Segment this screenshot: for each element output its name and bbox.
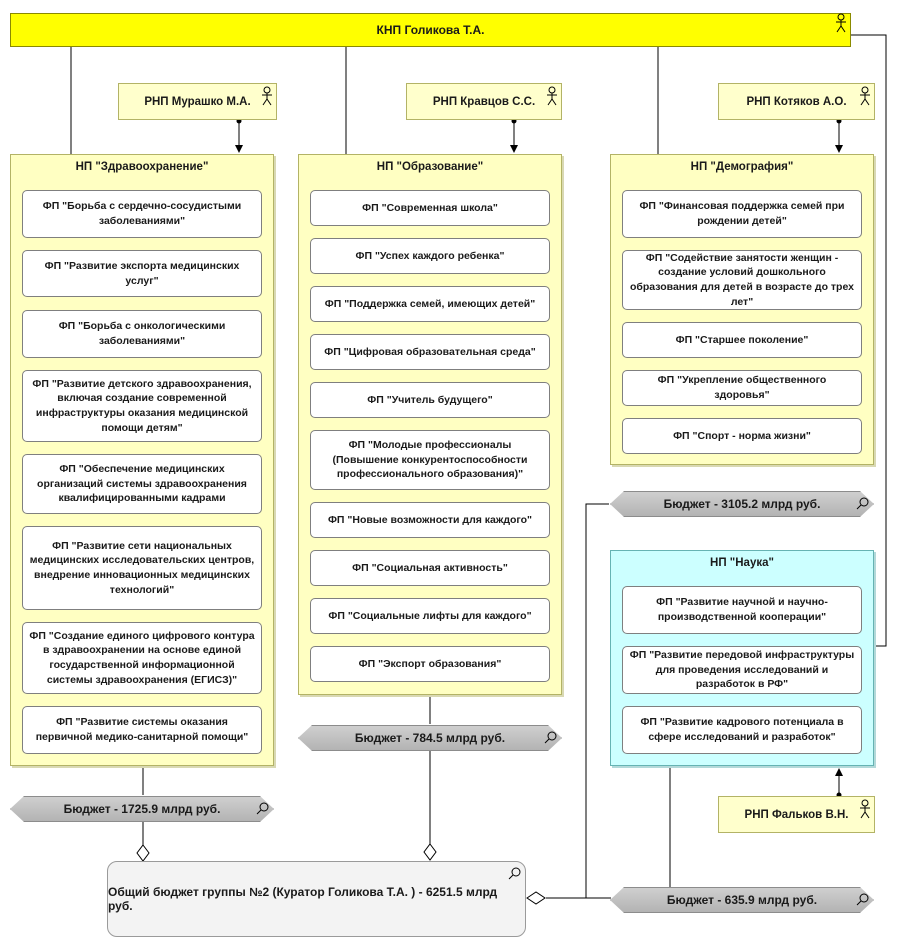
fp-item[interactable]: ФП "Современная школа" — [310, 190, 550, 226]
fp-item[interactable]: ФП "Развитие передовой инфраструктуры дл… — [622, 646, 862, 694]
fp-item[interactable]: ФП "Спорт - норма жизни" — [622, 418, 862, 454]
fp-item[interactable]: ФП "Социальная активность" — [310, 550, 550, 586]
fp-item[interactable]: ФП "Поддержка семей, имеющих детей" — [310, 286, 550, 322]
fp-item[interactable]: ФП "Экспорт образования" — [310, 646, 550, 682]
curator-bar[interactable]: КНП Голикова Т.А. — [10, 13, 851, 47]
role-murashko[interactable]: РНП Мурашко М.А. — [118, 83, 277, 120]
budget-science[interactable]: Бюджет - 635.9 млрд руб. — [610, 887, 874, 913]
actor-icon — [547, 86, 557, 106]
fp-item[interactable]: ФП "Укрепление общественного здоровья" — [622, 370, 862, 406]
budget-education[interactable]: Бюджет - 784.5 млрд руб. — [298, 725, 562, 751]
fp-item[interactable]: ФП "Обеспечение медицинских организаций … — [22, 454, 262, 514]
fp-item[interactable]: ФП "Развитие системы оказания первичной … — [22, 706, 262, 754]
fp-item[interactable]: ФП "Социальные лифты для каждого" — [310, 598, 550, 634]
budget-health[interactable]: Бюджет - 1725.9 млрд руб. — [10, 796, 274, 822]
fp-item[interactable]: ФП "Развитие научной и научно-производст… — [622, 586, 862, 634]
role-kravtsov[interactable]: РНП Кравцов С.С. — [406, 83, 562, 120]
fp-item[interactable]: ФП "Борьба с онкологическими заболевания… — [22, 310, 262, 358]
fp-item[interactable]: ФП "Успех каждого ребенка" — [310, 238, 550, 274]
fp-item[interactable]: ФП "Борьба с сердечно-сосудистыми заболе… — [22, 190, 262, 238]
search-icon — [856, 497, 869, 510]
project-title: НП "Здравоохранение" — [75, 161, 209, 173]
budget-label: Бюджет - 1725.9 млрд руб. — [63, 802, 221, 816]
fp-item[interactable]: ФП "Развитие кадрового потенциала в сфер… — [622, 706, 862, 754]
project-title: НП "Наука" — [710, 557, 774, 569]
actor-icon — [860, 86, 870, 106]
budget-label: Бюджет - 784.5 млрд руб. — [354, 731, 506, 745]
curator-label: КНП Голикова Т.А. — [376, 23, 485, 37]
budget-demography[interactable]: Бюджет - 3105.2 млрд руб. — [610, 491, 874, 517]
search-icon — [544, 731, 557, 744]
role-kotyakov[interactable]: РНП Котяков А.О. — [718, 83, 875, 120]
budget-label: Бюджет - 635.9 млрд руб. — [666, 893, 818, 907]
fp-item[interactable]: ФП "Финансовая поддержка семей при рожде… — [622, 190, 862, 238]
fp-item[interactable]: ФП "Старшее поколение" — [622, 322, 862, 358]
fp-item[interactable]: ФП "Учитель будущего" — [310, 382, 550, 418]
role-label: РНП Мурашко М.А. — [144, 95, 251, 108]
fp-item[interactable]: ФП "Создание единого цифрового контура в… — [22, 622, 262, 694]
search-icon — [508, 867, 521, 880]
budget-label: Бюджет - 3105.2 млрд руб. — [663, 497, 821, 511]
total-budget-label: Общий бюджет группы №2 (Куратор Голикова… — [108, 885, 498, 913]
search-icon — [856, 893, 869, 906]
search-icon — [256, 802, 269, 815]
fp-item[interactable]: ФП "Новые возможности для каждого" — [310, 502, 550, 538]
fp-item[interactable]: ФП "Развитие детского здравоохранения, в… — [22, 370, 262, 442]
total-budget[interactable]: Общий бюджет группы №2 (Куратор Голикова… — [107, 861, 526, 937]
fp-item[interactable]: ФП "Содействие занятости женщин - создан… — [622, 250, 862, 310]
project-title: НП "Образование" — [376, 161, 484, 173]
fp-item[interactable]: ФП "Развитие экспорта медицинских услуг" — [22, 250, 262, 297]
fp-item[interactable]: ФП "Цифровая образовательная среда" — [310, 334, 550, 370]
fp-item[interactable]: ФП "Молодые профессионалы (Повышение кон… — [310, 430, 550, 490]
actor-icon — [836, 13, 846, 33]
role-label: РНП Котяков А.О. — [746, 95, 847, 108]
project-title: НП "Демография" — [690, 161, 794, 173]
actor-icon — [860, 799, 870, 819]
actor-icon — [262, 86, 272, 106]
role-label: РНП Фальков В.Н. — [744, 808, 849, 821]
role-falkov[interactable]: РНП Фальков В.Н. — [718, 796, 875, 833]
role-label: РНП Кравцов С.С. — [432, 95, 536, 108]
fp-item[interactable]: ФП "Развитие сети национальных медицинск… — [22, 526, 262, 610]
